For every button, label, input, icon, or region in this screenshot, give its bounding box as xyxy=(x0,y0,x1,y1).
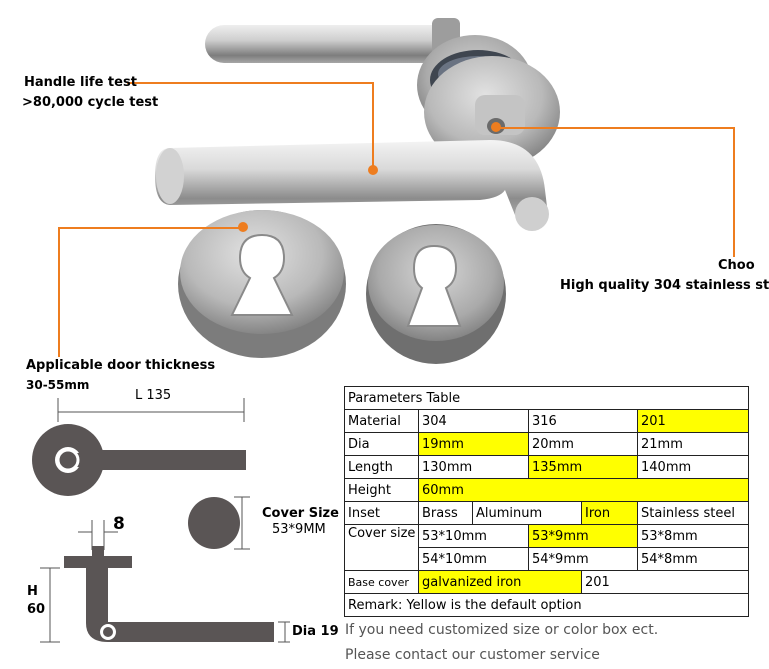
callout-line-material-v xyxy=(733,127,735,257)
callout-line-handle-v xyxy=(372,82,374,170)
height-letter: H xyxy=(27,584,38,599)
callout-line-door-v xyxy=(58,227,60,357)
table-title: Parameters Table xyxy=(343,386,750,410)
row-label: Length xyxy=(344,455,419,479)
material-title: Choo xyxy=(718,258,755,273)
row-label: Base cover xyxy=(344,570,419,594)
table-cell-default: galvanized iron xyxy=(418,570,582,594)
height-value: 60 xyxy=(27,602,46,617)
table-row: Base cover galvanized iron 201 xyxy=(344,570,750,594)
row-label: Cover size xyxy=(344,524,419,571)
table-title-row: Parameters Table xyxy=(343,386,750,410)
length-label: L 135 xyxy=(135,388,172,403)
callout-dot-handle xyxy=(368,165,378,175)
row-label: Inset xyxy=(344,501,419,525)
table-cell: 304 xyxy=(418,409,529,433)
table-cell: 54*8mm xyxy=(636,547,750,571)
table-cell: 54*9mm xyxy=(528,547,638,571)
table-row: Height 60mm xyxy=(344,478,750,502)
table-cell: 316 xyxy=(528,409,638,433)
callout-line-material-h xyxy=(497,127,735,129)
cover-size-title: Cover Size xyxy=(262,506,339,521)
product-photo xyxy=(155,18,560,364)
thickness-label: 8 xyxy=(113,514,125,534)
table-row: 54*10mm 54*9mm 54*8mm xyxy=(345,547,750,571)
door-thickness-title: Applicable door thickness xyxy=(26,358,216,373)
table-row: Material 304 316 201 xyxy=(344,409,750,433)
row-label: Material xyxy=(344,409,419,433)
table-cell-default: 53*9mm xyxy=(528,524,638,548)
cover-size-value: 53*9MM xyxy=(272,522,326,537)
table-cell: 20mm xyxy=(528,432,638,456)
material-value: High quality 304 stainless st xyxy=(560,278,769,293)
callout-dot-door xyxy=(238,222,248,232)
table-cell: 53*8mm xyxy=(636,524,750,548)
callout-line-handle-h xyxy=(127,82,374,84)
handle-life-title: Handle life test xyxy=(24,75,137,90)
table-cell-default: 201 xyxy=(636,409,750,433)
table-cell: Aluminum xyxy=(472,501,582,525)
table-cell: Stainless steel xyxy=(636,501,750,525)
table-row: Length 130mm 135mm 140mm xyxy=(344,455,750,479)
door-thickness-value: 30-55mm xyxy=(26,378,90,392)
note-line-1: If you need customized size or color box… xyxy=(345,622,659,638)
handle-life-value: >80,000 cycle test xyxy=(22,95,159,110)
table-cell: Brass xyxy=(418,501,473,525)
table-remark: Remark: Yellow is the default option xyxy=(343,593,750,617)
row-label: Height xyxy=(344,478,419,502)
table-cell-default: Iron xyxy=(581,501,638,525)
table-cell-default: 60mm xyxy=(417,478,750,502)
note-line-2: Please contact our customer service xyxy=(345,647,600,663)
callout-line-door-h xyxy=(58,227,243,229)
parameters-table: Parameters Table Material 304 316 201 Di… xyxy=(343,386,750,617)
table-row: Cover size 53*10mm 53*9mm 53*8mm xyxy=(344,524,750,571)
dia-label: Dia 19 xyxy=(292,624,339,639)
table-cell: 53*10mm xyxy=(418,524,529,548)
callout-dot-material xyxy=(491,122,501,132)
table-remark-row: Remark: Yellow is the default option xyxy=(343,593,750,617)
table-cell: 140mm xyxy=(636,455,750,479)
row-label: Dia xyxy=(344,432,419,456)
table-cell: 130mm xyxy=(418,455,529,479)
table-row: Inset Brass Aluminum Iron Stainless stee… xyxy=(344,501,750,525)
table-cell: 21mm xyxy=(636,432,750,456)
table-cell-default: 19mm xyxy=(418,432,529,456)
table-cell-default: 135mm xyxy=(528,455,638,479)
table-cell: 201 xyxy=(580,570,750,594)
table-cell: 54*10mm xyxy=(418,547,529,571)
table-row: Dia 19mm 20mm 21mm xyxy=(344,432,750,456)
dimension-diagram xyxy=(32,398,290,643)
